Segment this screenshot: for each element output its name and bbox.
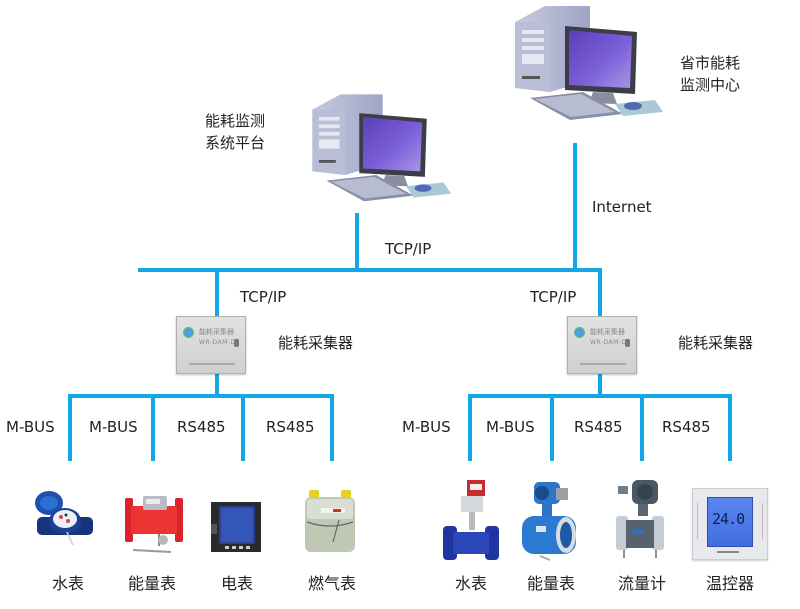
left-drop-2 [151, 394, 155, 461]
thermostat-icon: 24.0 [692, 488, 768, 560]
collector-right-link-label: TCP/IP [530, 288, 577, 306]
water-meter-icon [443, 480, 499, 560]
collector-left-node: 能耗采集器 WR-DAM-D3 [176, 316, 246, 374]
collector-lock-icon [625, 339, 630, 347]
left-device-label-1: 水表 [51, 574, 84, 593]
right-drop-2 [550, 394, 554, 461]
platform-uplink-line [355, 213, 359, 271]
left-device-label-4: 燃气表 [307, 574, 356, 593]
right-device-label-1: 水表 [454, 574, 487, 593]
thermostat-temperature-display: 24.0 [712, 510, 745, 528]
left-protocol-3: RS485 [177, 418, 226, 436]
collector-footer-text [189, 363, 235, 365]
collector-right-node: 能耗采集器 WR-DAM-D3 [567, 316, 637, 374]
thermostat-screen: 24.0 [707, 497, 753, 547]
desktop-computer-icon [515, 6, 663, 120]
collector-logo-icon [183, 327, 194, 338]
collector-left-label: 能耗采集器 [278, 334, 354, 352]
collector-left-uplink-line [215, 270, 219, 316]
flow-meter-icon [616, 480, 664, 558]
water-meter-icon [35, 491, 93, 546]
collector-panel-title: 能耗采集器 [590, 328, 625, 336]
provincial-center-label-line1: 省市能耗 [680, 54, 741, 72]
left-protocol-1: M-BUS [6, 418, 55, 436]
collector-right-uplink-line [598, 270, 602, 316]
platform-label: 能耗监测 系统平台 [205, 110, 265, 154]
energy-meter-icon [522, 482, 576, 561]
main-bus-line [138, 268, 602, 272]
right-protocol-1: M-BUS [402, 418, 451, 436]
data-collector-icon: 能耗采集器 WR-DAM-D3 [567, 316, 637, 374]
collector-lock-icon [234, 339, 239, 347]
collector-panel-model: WR-DAM-D3 [590, 339, 631, 346]
internet-label: Internet [592, 198, 652, 216]
right-drop-4 [728, 394, 732, 461]
collector-logo-icon [574, 327, 585, 338]
right-device-label-4: 温控器 [705, 574, 754, 593]
collector-footer-text [580, 363, 626, 365]
internet-uplink-line [573, 143, 577, 271]
platform-bus-label: TCP/IP [385, 240, 432, 258]
left-drop-3 [241, 394, 245, 461]
left-protocol-4: RS485 [266, 418, 315, 436]
platform-node [303, 85, 453, 205]
data-collector-icon: 能耗采集器 WR-DAM-D3 [176, 316, 246, 374]
left-field-bus-line [68, 394, 334, 398]
right-device-label-2: 能量表 [526, 574, 575, 593]
right-field-bus-line [468, 394, 732, 398]
collector-panel-model: WR-DAM-D3 [199, 339, 240, 346]
collector-right-downlink-line [598, 374, 602, 396]
right-drop-3 [640, 394, 644, 461]
left-device-label-2: 能量表 [127, 574, 176, 593]
provincial-center-node [505, 0, 665, 120]
platform-label-line1: 能耗监测 [205, 112, 266, 130]
left-device-label-3: 电表 [220, 574, 253, 593]
right-device-label-3: 流量计 [617, 574, 666, 593]
energy-meter-icon [125, 496, 183, 553]
gas-meter-icon [305, 490, 355, 552]
left-drop-4 [330, 394, 334, 461]
electric-meter-icon [211, 502, 261, 552]
collector-panel-title: 能耗采集器 [199, 328, 234, 336]
thermostat-left-buttons [697, 503, 704, 539]
thermostat-right-buttons [756, 503, 763, 539]
left-protocol-2: M-BUS [89, 418, 138, 436]
right-drop-1 [468, 394, 472, 461]
provincial-center-label: 省市能耗 监测中心 [680, 52, 740, 96]
desktop-computer-icon [312, 94, 452, 202]
thermostat-brand-text [717, 551, 739, 553]
right-protocol-2: M-BUS [486, 418, 535, 436]
provincial-center-label-line2: 监测中心 [680, 76, 741, 94]
collector-left-downlink-line [215, 374, 219, 396]
collector-left-link-label: TCP/IP [240, 288, 287, 306]
collector-right-label: 能耗采集器 [678, 334, 754, 352]
right-protocol-4: RS485 [662, 418, 711, 436]
platform-label-line2: 系统平台 [205, 134, 266, 152]
right-protocol-3: RS485 [574, 418, 623, 436]
left-drop-1 [68, 394, 72, 461]
